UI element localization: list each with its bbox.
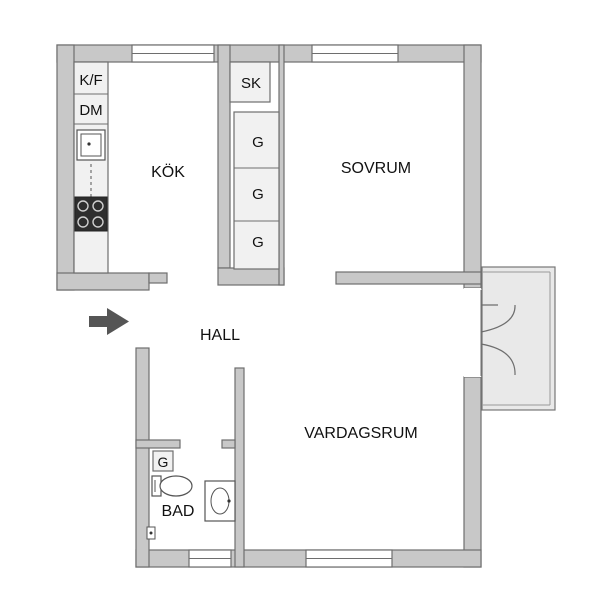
wardrobe-label-2: G (252, 186, 264, 203)
bathroom-wardrobe-label: G (158, 454, 169, 470)
room-label-kitchen: KÖK (151, 163, 185, 181)
fridge-freezer-label: K/F (79, 72, 102, 89)
floor-drain-icon (146, 526, 156, 540)
bathroom-sink-icon (204, 480, 236, 522)
dishwasher-label: DM (79, 102, 102, 119)
room-label-hall: HALL (200, 327, 240, 344)
balcony (481, 266, 556, 411)
balcony-door[interactable] (464, 288, 516, 377)
closet-box (229, 61, 271, 103)
interior-walls (135, 44, 482, 568)
kitchen-sink-icon (76, 129, 106, 161)
room-label-bathroom: BAD (162, 503, 195, 520)
room-label-living-room: VARDAGSRUM (304, 425, 418, 442)
windows (131, 44, 399, 568)
room-label-bedroom: SOVRUM (341, 160, 411, 177)
closet-label: SK (241, 75, 261, 92)
wardrobe-label-1: G (252, 134, 264, 151)
kitchen-counter (73, 61, 109, 274)
entrance-arrow-icon (89, 308, 129, 335)
wardrobes (233, 111, 280, 270)
wardrobe-label-3: G (252, 234, 264, 251)
toilet-icon (151, 475, 193, 497)
bathroom-wardrobe-box (152, 450, 174, 472)
stove-icon (74, 196, 108, 232)
